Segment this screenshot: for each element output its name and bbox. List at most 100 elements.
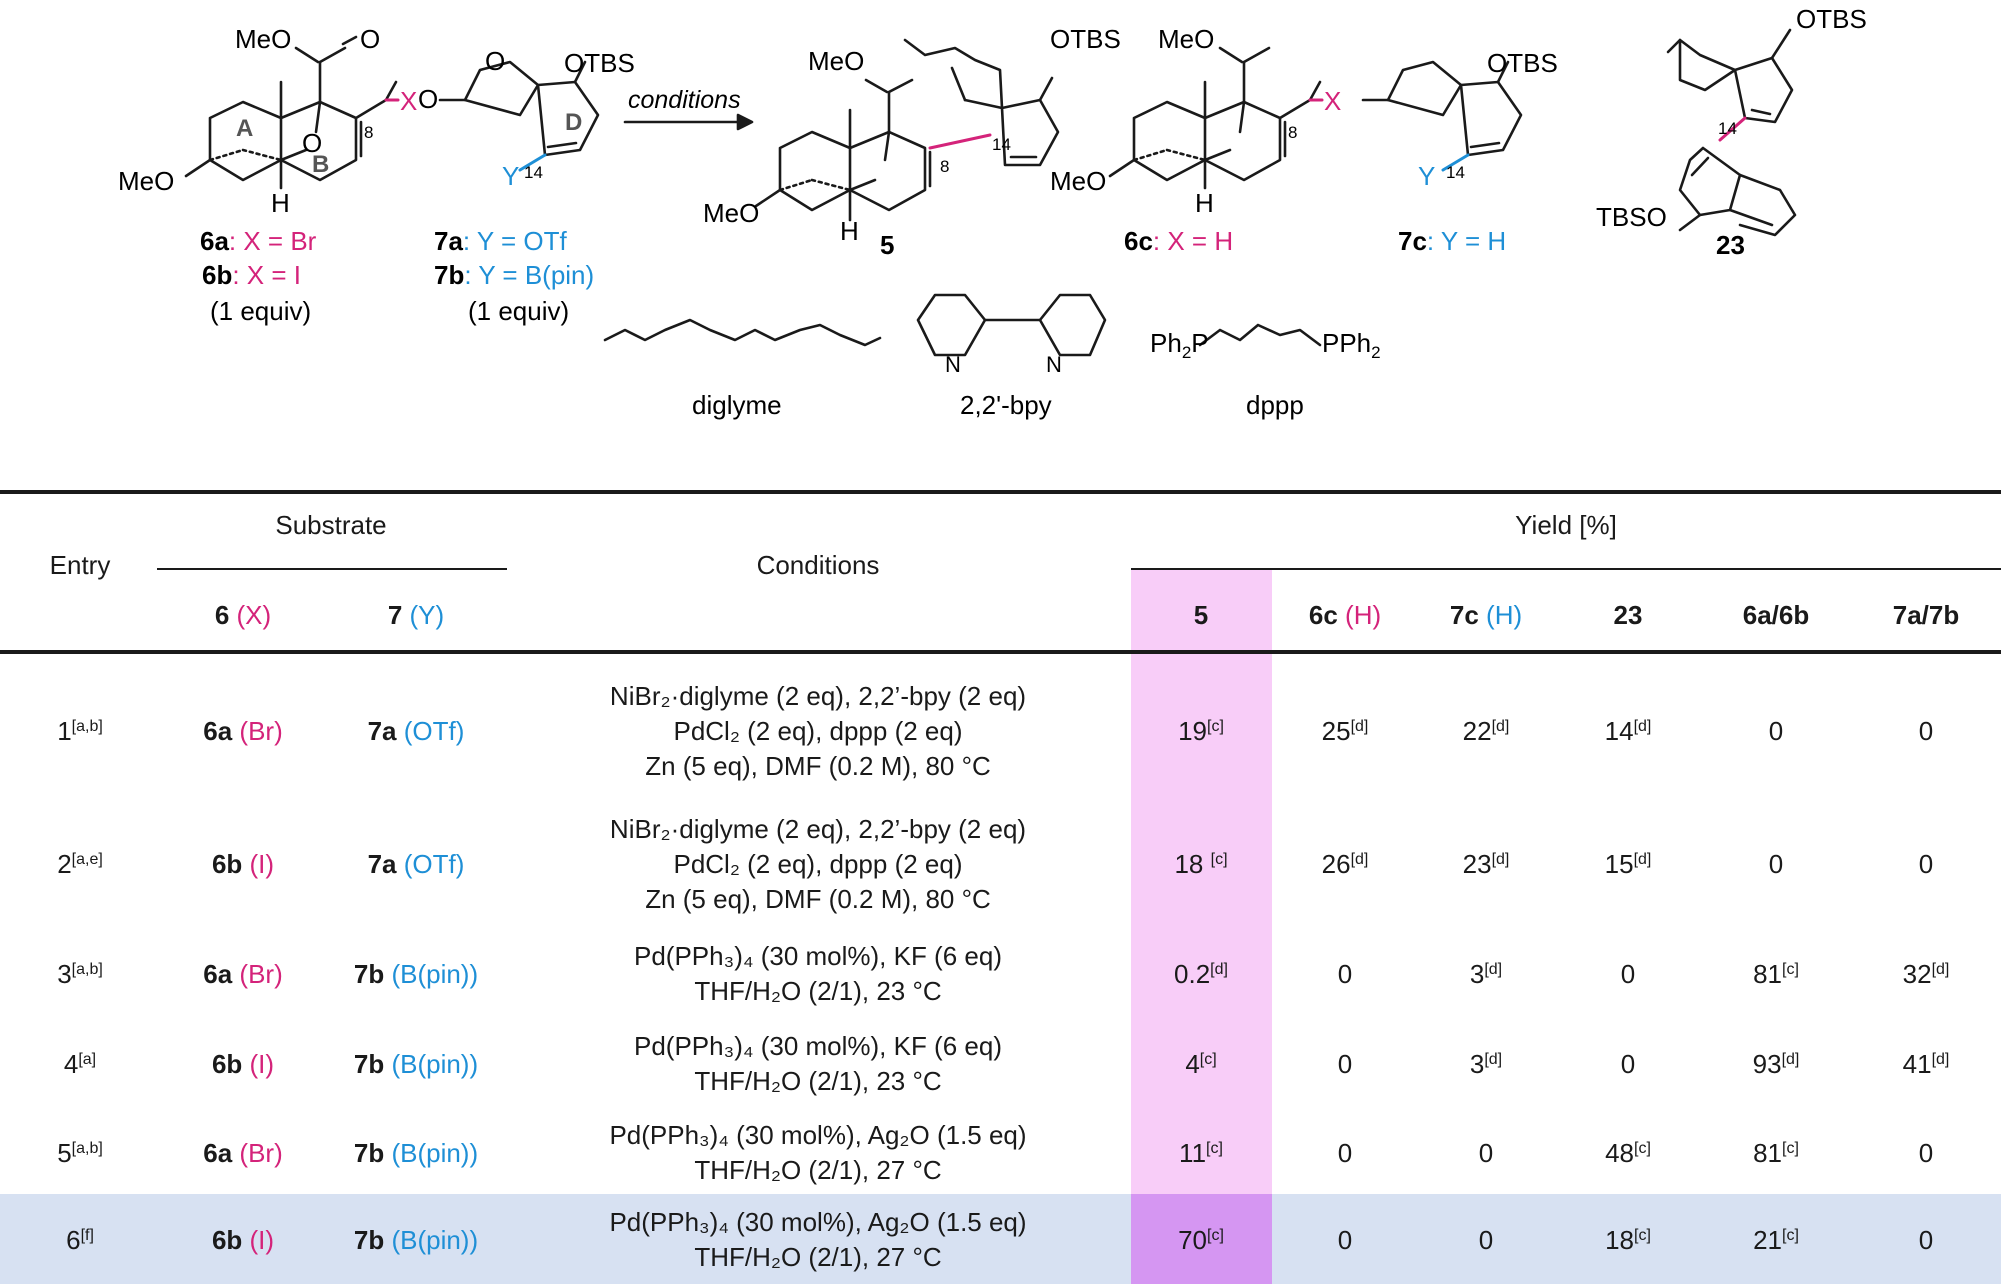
row-2-yield-5: 18 [c] (1174, 849, 1228, 879)
row-1-yield-7c: 22[d] (1462, 716, 1510, 746)
header-yield-5: 5 (1193, 600, 1209, 630)
yield-group-rule (1131, 568, 2001, 570)
condition-line: Zn (5 eq), DMF (0.2 M), 80 °C (645, 883, 991, 914)
row-2-substrate-7: 7a (OTf) (367, 849, 465, 879)
condition-line: PdCl₂ (2 eq), dppp (2 eq) (673, 715, 963, 746)
diglyme-structure (603, 318, 882, 347)
row-4-substrate-7: 7b (B(pin)) (353, 1049, 479, 1079)
row-2-yield-23: 15[d] (1604, 849, 1652, 879)
row-5-yield-7c: 0 (1478, 1138, 1494, 1168)
row-2-conditions: NiBr₂·diglyme (2 eq), 2,2’-bpy (2 eq)PdC… (610, 812, 1026, 917)
compound-5-c8-bond (928, 133, 992, 150)
label-7a: 7a: Y = OTf (434, 226, 568, 256)
compound-6c-ester-ome: MeO (1158, 24, 1214, 54)
bpy-n-right: N (1046, 352, 1062, 377)
row-1-yield-5: 19[c] (1178, 716, 1224, 746)
compound-5-ester-ome: MeO (808, 46, 864, 76)
compound-7-carbonyl-o: O (418, 84, 438, 114)
header-substrate: Substrate (275, 510, 387, 540)
condition-line: THF/H₂O (2/1), 27 °C (694, 1242, 942, 1272)
row-6-substrate-7: 7b (B(pin)) (353, 1225, 479, 1255)
compound-7c-y-bond (1441, 153, 1470, 172)
product-5-highlight-column (1131, 570, 1272, 1284)
reagent-diglyme-label: diglyme (692, 390, 782, 420)
compound-7-lactone-o: O (485, 46, 505, 76)
row-6-entry: 6[f] (66, 1225, 94, 1255)
compound-6c-h: H (1195, 188, 1214, 218)
row-2-yield-6ab: 0 (1768, 849, 1784, 879)
condition-line: Pd(PPh₃)₄ (30 mol%), KF (6 eq) (634, 1031, 1002, 1061)
reaction-arrowhead (736, 113, 754, 131)
row-5-entry: 5[a,b] (57, 1138, 103, 1168)
reagent-bpy-label: 2,2'-bpy (960, 390, 1052, 420)
row-6-yield-23: 18[c] (1605, 1225, 1651, 1255)
row-3-yield-7ab: 32[d] (1902, 959, 1950, 989)
condition-line: NiBr₂·diglyme (2 eq), 2,2’-bpy (2 eq) (609, 680, 1027, 711)
compound-6c-x: X (1324, 86, 1341, 116)
reagent-dppp-label: dppp (1246, 390, 1304, 420)
row-1-entry: 1[a,b] (57, 716, 103, 746)
compound-6-ring-a: A (236, 115, 253, 142)
row-4-yield-6ab: 93[d] (1752, 1049, 1800, 1079)
row-2-yield-6c: 26[d] (1321, 849, 1369, 879)
compound-23-number: 23 (1716, 230, 1745, 260)
row-1-substrate-6: 6a (Br) (203, 716, 283, 746)
optimal-yield-highlight-cell (1131, 1194, 1272, 1284)
condition-line: Pd(PPh₃)₄ (30 mol%), KF (6 eq) (634, 941, 1002, 971)
header-yield-6c: 6c (H) (1308, 600, 1382, 630)
arrow-conditions-label: conditions (628, 86, 741, 114)
compound-6-structure (184, 35, 398, 190)
row-1-yield-7ab: 0 (1918, 716, 1934, 746)
row-6-conditions: Pd(PPh₃)₄ (30 mol%), Ag₂O (1.5 eq) THF/H₂… (609, 1205, 1026, 1275)
condition-line: Pd(PPh₃)₄ (30 mol%), Ag₂O (1.5 eq) (609, 1207, 1027, 1237)
row-3-substrate-7: 7b (B(pin)) (353, 959, 479, 989)
row-4-yield-7ab: 41[d] (1902, 1049, 1950, 1079)
compound-7c-otbs: OTBS (1487, 48, 1558, 78)
row-5-yield-6ab: 81[c] (1753, 1138, 1799, 1168)
bpy-structure (916, 293, 1107, 357)
row-3-yield-23: 0 (1620, 959, 1636, 989)
row-5-yield-5: 11[c] (1179, 1138, 1223, 1168)
header-yield-7a7b: 7a/7b (1892, 600, 1960, 630)
row-6-yield-7c: 0 (1478, 1225, 1494, 1255)
compound-5-otbs: OTBS (1050, 24, 1121, 54)
label-6a: 6a: X = Br (200, 226, 317, 256)
condition-line: PdCl₂ (2 eq), dppp (2 eq) (673, 848, 963, 879)
compound-6c-c8: 8 (1288, 123, 1297, 142)
compound-6-ring-ome: MeO (118, 166, 174, 196)
row-2-yield-7ab: 0 (1918, 849, 1934, 879)
header-col-7: 7 (Y) (387, 600, 445, 630)
row-2-substrate-6: 6b (I) (211, 849, 275, 879)
compound-23-c14: 14 (1718, 119, 1737, 138)
row-2-yield-7c: 23[d] (1462, 849, 1510, 879)
compound-5-structure (754, 38, 1060, 222)
row-1-substrate-7: 7a (OTf) (367, 716, 465, 746)
compound-7-y-bond (518, 153, 547, 172)
condition-line: THF/H₂O (2/1), 23 °C (694, 1066, 942, 1096)
compound-23-otbs: OTBS (1796, 4, 1867, 34)
dppp-ph2p: Ph2P (1150, 328, 1209, 362)
label-7b: 7b: Y = B(pin) (434, 260, 594, 290)
row-6-yield-5: 70[c] (1178, 1225, 1224, 1255)
compound-6c-structure (1108, 46, 1322, 190)
compound-6-h: H (271, 188, 290, 218)
row-1-conditions: NiBr₂·diglyme (2 eq), 2,2’-bpy (2 eq) PdC… (610, 679, 1026, 784)
table-top-rule (0, 490, 2001, 494)
compound-23-tbso: TBSO (1596, 202, 1667, 232)
compound-5-number: 5 (880, 230, 894, 260)
row-6-yield-6c: 0 (1337, 1225, 1353, 1255)
condition-line: Zn (5 eq), DMF (0.2 M), 80 °C (645, 750, 991, 781)
header-yield: Yield [%] (1515, 510, 1617, 540)
row-3-entry: 3[a,b] (57, 959, 103, 989)
row-5-conditions: Pd(PPh₃)₄ (30 mol%), Ag₂O (1.5 eq)THF/H₂… (609, 1118, 1026, 1188)
compound-7c-c14: 14 (1446, 163, 1465, 182)
compound-7-otbs: OTBS (564, 48, 635, 78)
compound-6-ester-o: O (360, 24, 380, 54)
header-col-6: 6 (X) (214, 600, 272, 630)
row-5-yield-6c: 0 (1337, 1138, 1353, 1168)
row-1-yield-23: 14[d] (1604, 716, 1652, 746)
label-6c: 6c: X = H (1124, 226, 1233, 256)
header-conditions: Conditions (756, 550, 880, 580)
row-3-substrate-6: 6a (Br) (203, 959, 283, 989)
compound-7c-y: Y (1418, 161, 1435, 191)
